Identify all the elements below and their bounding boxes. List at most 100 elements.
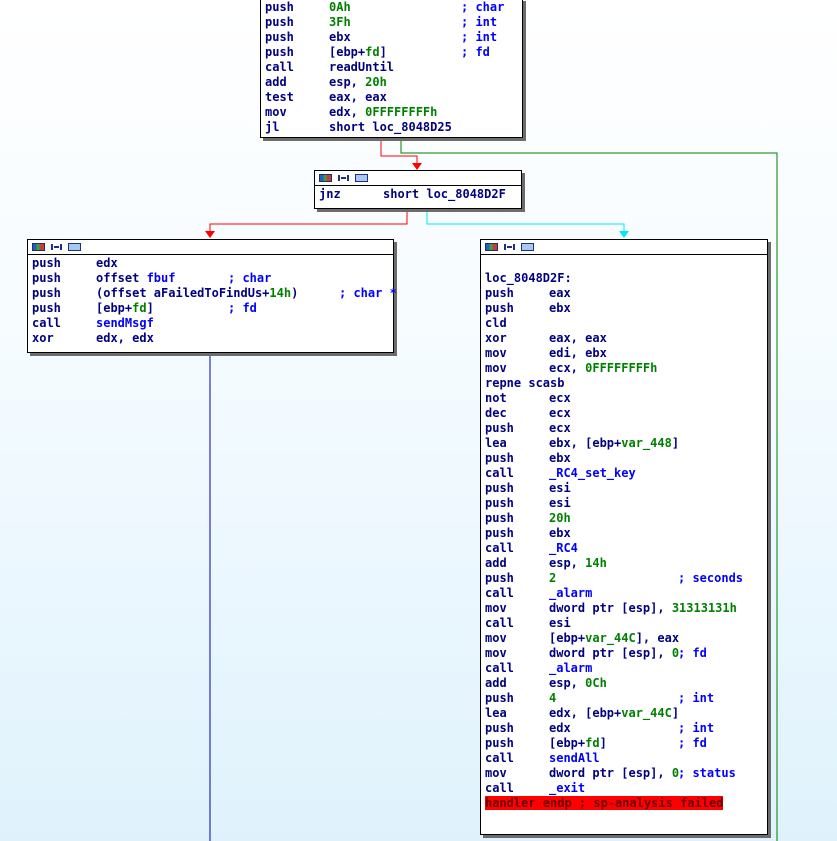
mnemonic: call [265, 60, 294, 74]
collapse-arrows-icon[interactable] [504, 244, 515, 250]
asm-line[interactable]: call_alarm [485, 661, 763, 676]
mnemonic: mov [485, 601, 507, 615]
graph-overview-icon[interactable] [319, 174, 332, 182]
operand: var_44C [585, 631, 636, 645]
operand: [ebp+ [549, 736, 586, 750]
operand: esi [549, 616, 571, 630]
operand: _RC4 [549, 541, 578, 555]
asm-line[interactable]: call_alarm [485, 586, 763, 601]
mnemonic: mov [485, 361, 507, 375]
operand: ebx [549, 451, 571, 465]
asm-line[interactable]: call_RC4 [485, 541, 763, 556]
code-label[interactable]: loc_8048D2F: [485, 271, 572, 285]
mnemonic: jnz [319, 187, 341, 201]
asm-line[interactable]: push[ebp+fd]; fd [485, 736, 763, 751]
asm-comment: ; status [678, 766, 736, 780]
block-header [28, 240, 393, 255]
operand: var_448 [621, 436, 672, 450]
operand: fd [365, 45, 380, 59]
operand: 0Ch [585, 676, 607, 690]
comment-icon[interactable] [521, 243, 534, 251]
mnemonic: call [485, 661, 514, 675]
mnemonic: push [485, 736, 514, 750]
operand: 14h [269, 286, 292, 300]
mnemonic: lea [485, 436, 507, 450]
mnemonic: call [485, 616, 514, 630]
mnemonic: push [265, 0, 294, 14]
operand: 0 [671, 646, 680, 660]
comment-icon[interactable] [355, 174, 368, 182]
operand: 0FFFFFFFFh [365, 105, 438, 119]
mnemonic: call [32, 316, 61, 330]
asm-line[interactable]: push(offset aFailedToFindUs+14h); char * [32, 286, 397, 301]
asm-line[interactable]: push[ebp+fd]; fd [32, 301, 389, 316]
collapse-arrows-icon[interactable] [51, 244, 62, 250]
mnemonic: call [485, 781, 514, 795]
asm-line[interactable]: mov[ebp+var_44C], eax [485, 631, 763, 646]
operand: ebx, [ebp+ [549, 436, 622, 450]
operand: esp, [329, 75, 366, 89]
edge-jl-to-exit [400, 138, 778, 841]
asm-line[interactable]: lea ebx, [ebp+var_448] [485, 436, 763, 451]
asm-line[interactable]: call esi [485, 616, 763, 631]
operand: ] [671, 436, 680, 450]
comment-icon[interactable] [68, 243, 81, 251]
asm-line[interactable]: repne scasb [485, 376, 565, 390]
collapse-arrows-icon[interactable] [338, 175, 349, 181]
mnemonic: call [485, 466, 514, 480]
asm-line[interactable]: push[ebp+fd]; fd [265, 45, 518, 60]
operand: [ebp+ [549, 631, 586, 645]
mnemonic: push [485, 721, 514, 735]
asm-line[interactable]: cld [485, 316, 507, 330]
operand: 14h [585, 556, 607, 570]
graph-overview-icon[interactable] [32, 243, 45, 251]
mnemonic: push [485, 571, 514, 585]
asm-line[interactable]: call_RC4_set_key [485, 466, 763, 481]
graph-overview-icon[interactable] [485, 243, 498, 251]
mnemonic: mov [485, 346, 507, 360]
asm-line[interactable]: call_exit [485, 781, 763, 796]
operand: edx, [ebp+ [549, 706, 622, 720]
